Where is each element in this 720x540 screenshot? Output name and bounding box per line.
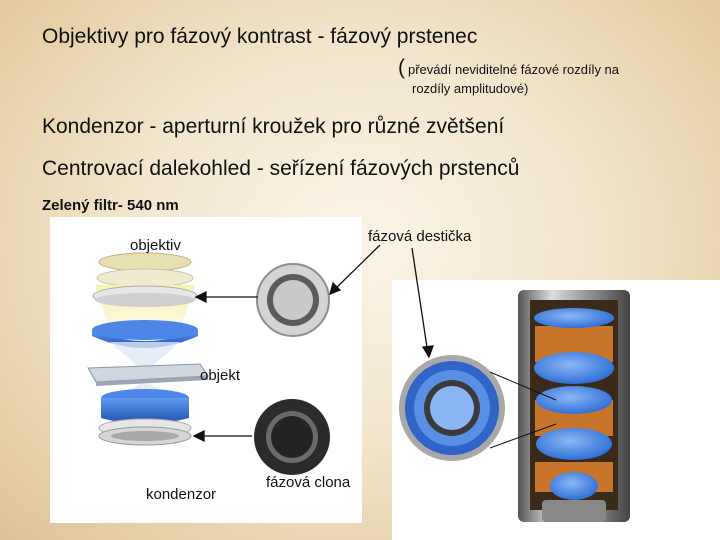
- light-cone-upper: [110, 342, 180, 368]
- heading-filter: Zelený filtr- 540 nm: [42, 197, 179, 214]
- heading-condenser: Kondenzor - aperturní kroužek pro různé …: [42, 115, 505, 138]
- objective-lens-stack: [92, 252, 198, 348]
- note-paren: (: [398, 56, 405, 79]
- label-condenser: kondenzor: [146, 486, 217, 503]
- label-phase-plate: fázová destička: [368, 228, 472, 245]
- heading-objectives: Objektivy pro fázový kontrast - fázový p…: [42, 25, 478, 48]
- arrows-phase-plate: [329, 244, 434, 359]
- arrows-left: [192, 290, 258, 443]
- phase-plate-ring: [256, 263, 330, 337]
- phase-stop-disc: [254, 399, 330, 475]
- heading-telescope: Centrovací dalekohled - seřízení fázovýc…: [42, 157, 520, 180]
- specimen-slide: [87, 363, 209, 386]
- note-line-2: rozdíly amplitudové): [412, 81, 529, 96]
- label-phase-stop: fázová clona: [266, 474, 351, 491]
- label-objective: objektiv: [130, 237, 181, 254]
- condenser-lens-stack: [98, 389, 192, 446]
- note-line-1: převádí neviditelné fázové rozdíly na: [408, 62, 620, 77]
- zoom-pointer-lines: [489, 371, 557, 449]
- objective-cutaway: [518, 290, 630, 522]
- label-object: objekt: [200, 367, 241, 384]
- magnified-phase-ring: [399, 355, 505, 461]
